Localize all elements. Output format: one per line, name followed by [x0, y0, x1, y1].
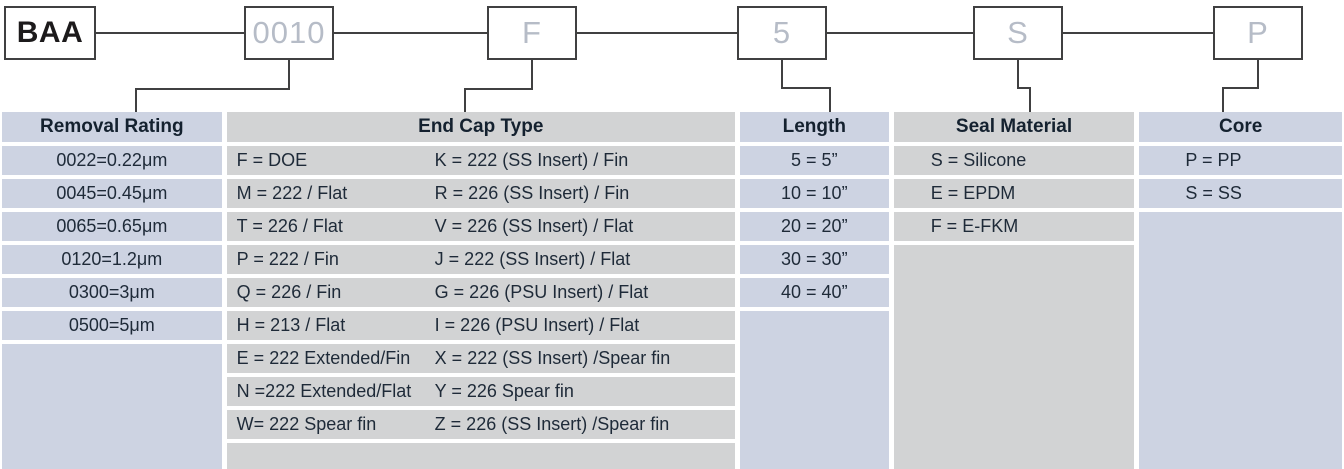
length-option: 10 = 10”: [739, 179, 889, 208]
code-box-length: 5: [737, 6, 827, 60]
end-cap-option: V = 226 (SS Insert) / Flat: [434, 216, 634, 236]
core-option: P = PP: [1139, 146, 1343, 175]
empty-cell: [226, 443, 735, 469]
code-segment-seal: S: [1007, 15, 1029, 50]
code-segment-core: P: [1247, 15, 1269, 50]
column-length: Length 5 = 5” 10 = 10” 20 = 20” 30 = 30”…: [739, 112, 889, 469]
end-cap-option: E = 222 Extended/Fin: [236, 348, 411, 368]
removal-rating-option: 0120=1.2μm: [2, 245, 222, 274]
end-cap-option-row: T = 226 / Flat V = 226 (SS Insert) / Fla…: [226, 212, 735, 241]
end-cap-option-row: E = 222 Extended/Fin X = 222 (SS Insert)…: [226, 344, 735, 373]
end-cap-option: G = 226 (PSU Insert) / Flat: [434, 282, 649, 302]
column-removal-rating: Removal Rating 0022=0.22μm 0045=0.45μm 0…: [2, 112, 222, 469]
code-segment-removal-rating: 0010: [252, 15, 326, 50]
code-box-core: P: [1213, 6, 1303, 60]
end-cap-option: X = 222 (SS Insert) /Spear fin: [434, 348, 671, 368]
end-cap-option-row: P = 222 / Fin J = 222 (SS Insert) / Flat: [226, 245, 735, 274]
removal-rating-option: 0065=0.65μm: [2, 212, 222, 241]
code-box-removal-rating: 0010: [244, 6, 334, 60]
code-segment-end-cap: F: [522, 15, 542, 50]
column-end-cap-type: End Cap Type F = DOE K = 222 (SS Insert)…: [226, 112, 735, 469]
empty-cell: [893, 245, 1135, 469]
end-cap-option: Q = 226 / Fin: [236, 282, 342, 302]
option-table: Removal Rating 0022=0.22μm 0045=0.45μm 0…: [2, 112, 1343, 469]
seal-material-option: S = Silicone: [893, 146, 1135, 175]
length-option: 40 = 40”: [739, 278, 889, 307]
end-cap-option: J = 222 (SS Insert) / Flat: [434, 249, 631, 269]
end-cap-option-row: N =222 Extended/Flat Y = 226 Spear fin: [226, 377, 735, 406]
end-cap-option: W= 222 Spear fin: [236, 414, 377, 434]
end-cap-option-row: M = 222 / Flat R = 226 (SS Insert) / Fin: [226, 179, 735, 208]
end-cap-option: T = 226 / Flat: [236, 216, 343, 236]
end-cap-option: H = 213 / Flat: [236, 315, 346, 335]
removal-rating-option: 0300=3μm: [2, 278, 222, 307]
end-cap-option-row: Q = 226 / Fin G = 226 (PSU Insert) / Fla…: [226, 278, 735, 307]
column-header-seal-material: Seal Material: [893, 112, 1135, 142]
empty-cell: [2, 344, 222, 469]
connector-lines: [96, 32, 1259, 112]
length-option: 20 = 20”: [739, 212, 889, 241]
empty-cell: [739, 311, 889, 469]
code-box-seal: S: [973, 6, 1063, 60]
column-core: Core P = PP S = SS: [1139, 112, 1343, 469]
end-cap-option: N =222 Extended/Flat: [236, 381, 412, 401]
end-cap-option-row: H = 213 / Flat I = 226 (PSU Insert) / Fl…: [226, 311, 735, 340]
column-seal-material: Seal Material S = Silicone E = EPDM F = …: [893, 112, 1135, 469]
removal-rating-option: 0022=0.22μm: [2, 146, 222, 175]
removal-rating-option: 0500=5μm: [2, 311, 222, 340]
column-header-removal-rating: Removal Rating: [2, 112, 222, 142]
column-header-core: Core: [1139, 112, 1343, 142]
end-cap-option: P = 222 / Fin: [236, 249, 339, 269]
end-cap-option: F = DOE: [236, 150, 308, 170]
column-header-length: Length: [739, 112, 889, 142]
core-option: S = SS: [1139, 179, 1343, 208]
end-cap-option: R = 226 (SS Insert) / Fin: [434, 183, 630, 203]
code-box-end-cap: F: [487, 6, 577, 60]
code-segment-length: 5: [772, 15, 792, 50]
seal-material-option: F = E-FKM: [893, 212, 1135, 241]
end-cap-option-row: F = DOE K = 222 (SS Insert) / Fin: [226, 146, 735, 175]
end-cap-option: I = 226 (PSU Insert) / Flat: [434, 315, 640, 335]
code-prefix-label: BAA: [16, 16, 84, 49]
end-cap-option-row: W= 222 Spear fin Z = 226 (SS Insert) /Sp…: [226, 410, 735, 439]
end-cap-option: Z = 226 (SS Insert) /Spear fin: [434, 414, 670, 434]
removal-rating-option: 0045=0.45μm: [2, 179, 222, 208]
empty-cell: [1139, 212, 1343, 469]
part-number-builder: BAA 0010 F 5 S P: [0, 0, 1344, 112]
end-cap-option: M = 222 / Flat: [236, 183, 348, 203]
seal-material-option: E = EPDM: [893, 179, 1135, 208]
length-option: 5 = 5”: [739, 146, 889, 175]
column-header-end-cap-type: End Cap Type: [226, 112, 735, 142]
code-box-prefix: BAA: [4, 6, 96, 60]
end-cap-option: K = 222 (SS Insert) / Fin: [434, 150, 629, 170]
length-option: 30 = 30”: [739, 245, 889, 274]
end-cap-option: Y = 226 Spear fin: [434, 381, 574, 401]
